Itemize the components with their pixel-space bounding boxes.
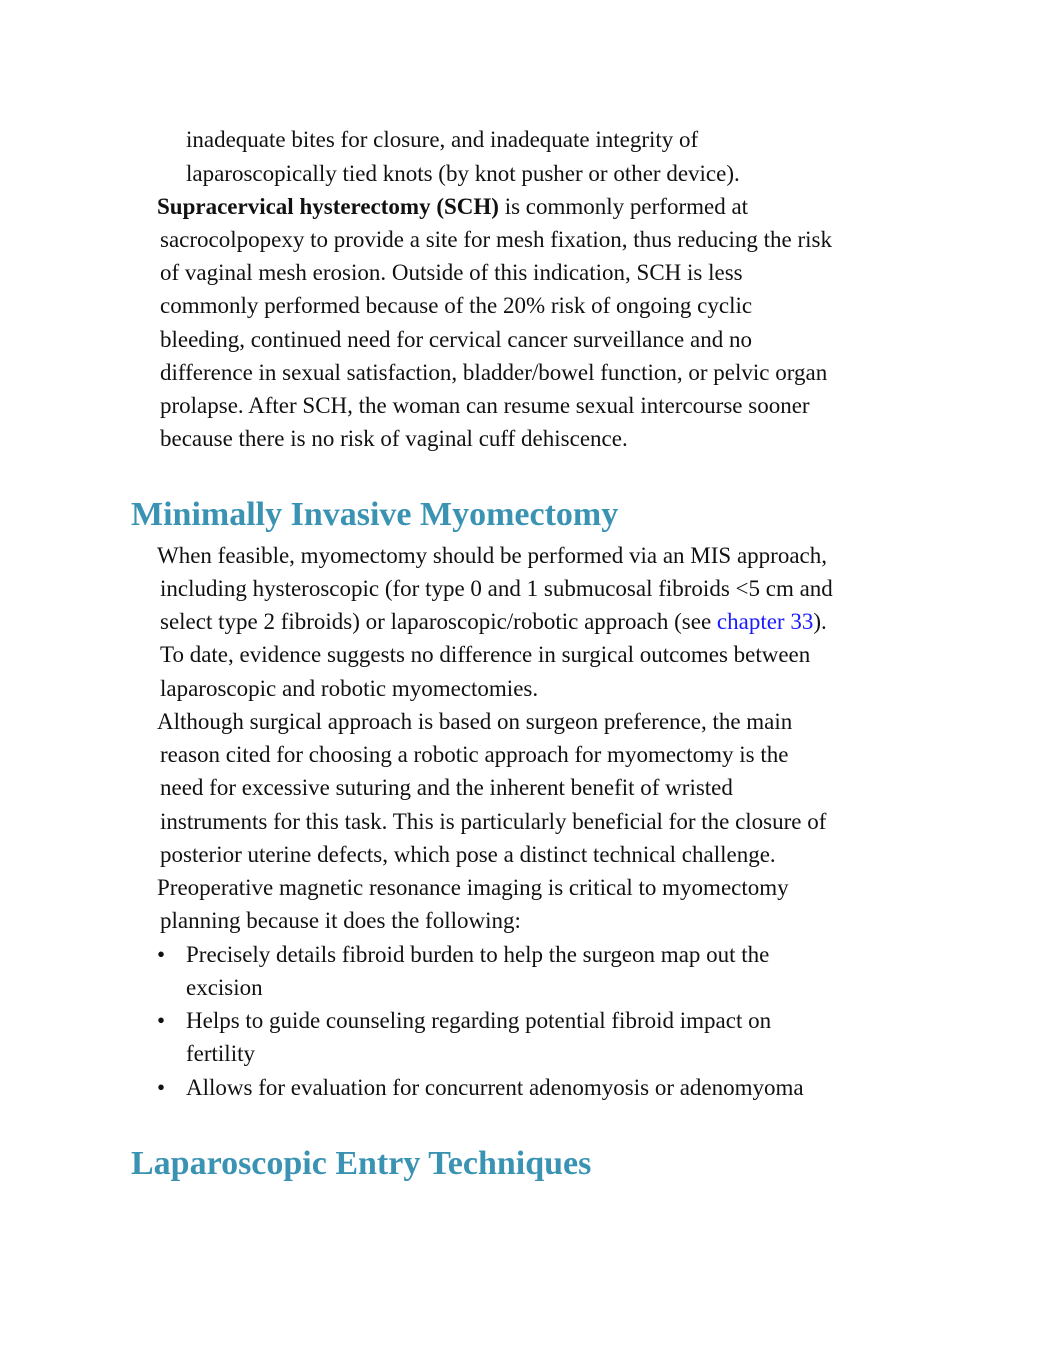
chapter-33-link[interactable]: chapter 33 (716, 609, 814, 634)
bullet-item-line: Precisely details fibroid burden to help… (186, 942, 770, 967)
sch-paragraph-line: prolapse. After SCH, the woman can resum… (160, 393, 810, 418)
myomectomy-paragraph-line: including hysteroscopic (for type 0 and … (160, 576, 833, 601)
robotic-paragraph-line: reason cited for choosing a robotic appr… (160, 742, 789, 767)
bullet-item-line: Allows for evaluation for concurrent ade… (186, 1075, 804, 1100)
continuation-line: laparoscopically tied knots (by knot pus… (186, 161, 740, 186)
sch-paragraph-first-line: Supracervical hysterectomy (SCH) is comm… (157, 190, 748, 223)
robotic-paragraph-line: posterior uterine defects, which pose a … (160, 842, 776, 867)
mri-paragraph-line: planning because it does the following: (160, 908, 521, 933)
robotic-paragraph-line: need for excessive suturing and the inhe… (160, 775, 733, 800)
sch-paragraph-line: commonly performed because of the 20% ri… (160, 293, 753, 318)
bullet-item-line: excision (186, 975, 263, 1000)
bullet-marker: • (157, 1075, 166, 1100)
line-text: ). (813, 609, 827, 634)
robotic-paragraph-line: Although surgical approach is based on s… (157, 709, 793, 734)
section-heading-myomectomy: Minimally Invasive Myomectomy (131, 496, 619, 533)
section-heading-entry-techniques: Laparoscopic Entry Techniques (131, 1145, 592, 1182)
bullet-item-line: Helps to guide counseling regarding pote… (186, 1008, 772, 1033)
bullet-marker: • (157, 1008, 166, 1033)
mri-paragraph-line: Preoperative magnetic resonance imaging … (157, 875, 789, 900)
myomectomy-paragraph-line: laparoscopic and robotic myomectomies. (160, 676, 539, 701)
sch-paragraph-line: difference in sexual satisfaction, bladd… (160, 360, 828, 385)
continuation-line: inadequate bites for closure, and inadeq… (186, 127, 699, 152)
myomectomy-paragraph-line: select type 2 fibroids) or laparoscopic/… (160, 605, 827, 638)
myomectomy-paragraph-line: To date, evidence suggests no difference… (160, 642, 811, 667)
bullet-marker: • (157, 942, 166, 967)
sch-first-line-rest: is commonly performed at (498, 194, 749, 219)
robotic-paragraph-line: instruments for this task. This is parti… (160, 809, 827, 834)
line-text: select type 2 fibroids) or laparoscopic/… (160, 609, 717, 634)
myomectomy-paragraph-line: When feasible, myomectomy should be perf… (157, 543, 827, 568)
sch-paragraph-line: because there is no risk of vaginal cuff… (160, 426, 628, 451)
sch-paragraph-line: bleeding, continued need for cervical ca… (160, 327, 752, 352)
bullet-item-line: fertility (186, 1041, 255, 1066)
sch-paragraph-line: of vaginal mesh erosion. Outside of this… (160, 260, 743, 285)
sch-paragraph-line: sacrocolpopexy to provide a site for mes… (160, 227, 832, 252)
sch-bold-term: Supracervical hysterectomy (SCH) (157, 194, 499, 219)
